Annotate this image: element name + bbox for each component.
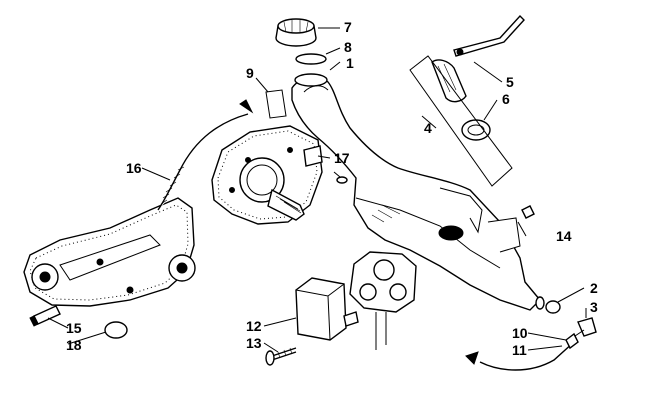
retaining-ring — [104, 321, 128, 339]
kit-bracket — [409, 55, 513, 187]
callouts: 1 2 3 4 5 6 7 8 9 10 11 12 13 14 15 16 1… — [66, 19, 598, 358]
callout-18: 18 — [66, 337, 82, 353]
drain-plug — [29, 305, 61, 327]
bolt — [265, 347, 297, 366]
cap-gasket — [295, 53, 327, 65]
grommet — [545, 300, 561, 314]
callout-14: 14 — [556, 228, 572, 244]
oil-pump-solenoid — [295, 277, 359, 341]
callout-5: 5 — [506, 74, 514, 90]
nut — [521, 205, 535, 219]
callout-6: 6 — [502, 91, 510, 107]
leader-lines — [47, 27, 587, 353]
decal — [265, 89, 287, 119]
hose-clip — [303, 145, 348, 184]
callout-7: 7 — [344, 19, 352, 35]
callout-2: 2 — [590, 280, 598, 296]
callout-11: 11 — [512, 342, 527, 358]
chain-case-plate — [23, 197, 196, 307]
callout-9: 9 — [246, 65, 254, 81]
vent-hose — [157, 99, 254, 211]
callout-12: 12 — [246, 318, 262, 334]
oil-line — [465, 332, 579, 371]
oil-pump — [349, 251, 417, 350]
gear-case — [211, 125, 323, 225]
callout-13: 13 — [246, 335, 262, 351]
callout-17: 17 — [334, 150, 350, 166]
callout-15: 15 — [66, 320, 82, 336]
level-sender — [431, 14, 525, 141]
callout-4: 4 — [424, 120, 432, 136]
callout-10: 10 — [512, 325, 528, 341]
callout-3: 3 — [590, 299, 598, 315]
filler-cap — [275, 18, 317, 47]
fitting — [571, 317, 597, 339]
callout-1: 1 — [346, 55, 354, 71]
oil-tank — [291, 73, 545, 311]
callout-16: 16 — [126, 160, 142, 176]
callout-8: 8 — [344, 39, 352, 55]
